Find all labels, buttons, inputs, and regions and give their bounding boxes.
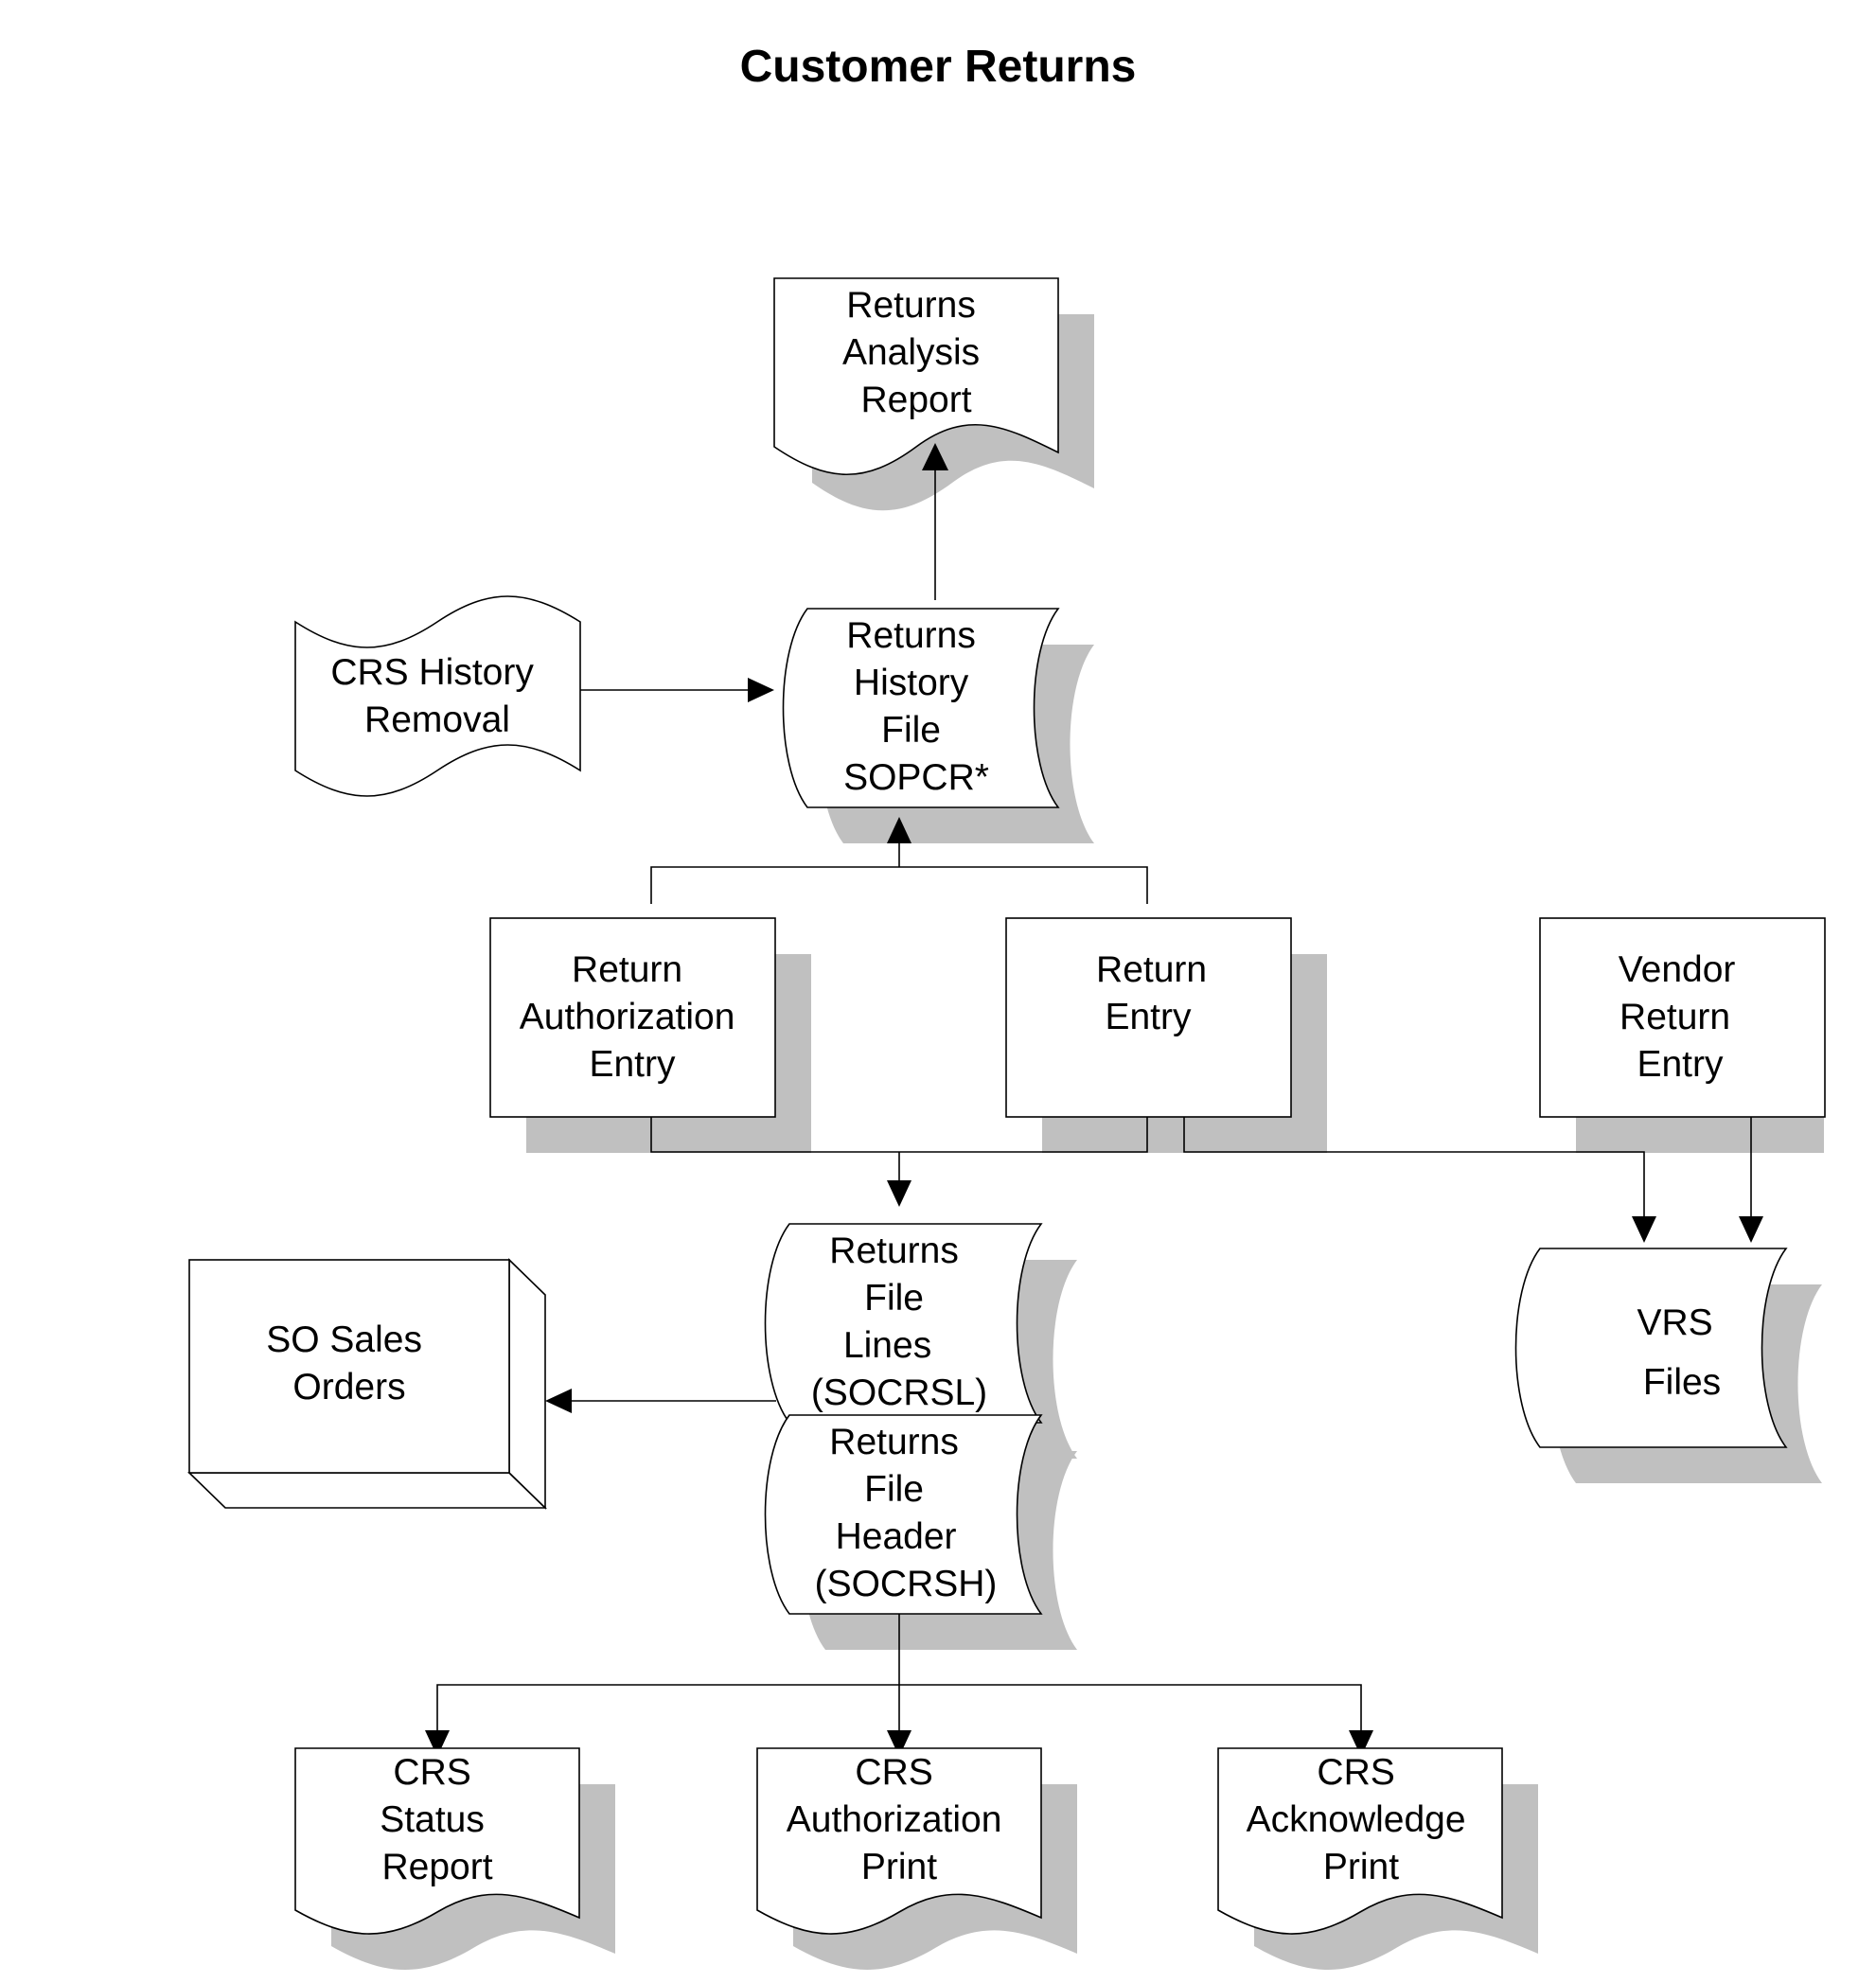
svg-text:Return Authorization: Return Authorization Entry xyxy=(520,949,745,1085)
crs-acknowledge-print-node: CRS Acknowledge Print xyxy=(1217,1747,1503,1935)
arrow-to-crs-acknowledge-print xyxy=(1349,1730,1373,1757)
returns-history-file-node: Returns History File SOPCR* xyxy=(782,608,1060,808)
crs-status-report-node: CRS Status Report xyxy=(294,1747,580,1935)
svg-text:Return Entry: Return Entry xyxy=(1096,949,1217,1037)
arrow-to-analysis-report xyxy=(922,443,948,470)
arrow-to-vrs-files-a xyxy=(1632,1216,1656,1243)
returns-file-lines-node: Returns File Lines (SOCRSL) xyxy=(764,1223,1043,1424)
arrow-to-so-sales-orders xyxy=(545,1389,572,1413)
svg-text:Returns File Heade: Returns File Header (SOCRSH) xyxy=(815,1422,998,1604)
arrow-to-vrs-files-b xyxy=(1739,1216,1763,1243)
arrow-to-history-file xyxy=(748,678,774,702)
svg-text:Vendor Return Entr: Vendor Return Entry xyxy=(1619,949,1745,1085)
arrow-up-to-history-file xyxy=(887,817,911,843)
return-entry-node: Return Entry xyxy=(1005,917,1292,1118)
vrs-files-node: VRS Files xyxy=(1514,1248,1788,1448)
connectors xyxy=(425,443,1763,1757)
svg-text:CRS History Removal: CRS History Removal xyxy=(330,652,543,740)
svg-text:Returns Analysis R: Returns Analysis Report xyxy=(842,285,990,420)
crs-authorization-print-node: CRS Authorization Print xyxy=(756,1747,1042,1935)
vendor-return-entry-node: Vendor Return Entry xyxy=(1539,917,1826,1118)
diagram-title: Customer Returns xyxy=(740,42,1137,92)
arrow-to-returns-file-lines xyxy=(887,1180,911,1207)
svg-text:Returns History Fi: Returns History File SOPCR* xyxy=(843,615,989,798)
svg-text:VRS Files: VRS Files xyxy=(1637,1302,1723,1403)
svg-text:Returns File Lines: Returns File Lines (SOCRSL) xyxy=(811,1231,987,1413)
so-sales-orders-node: SO Sales Orders xyxy=(187,1258,547,1510)
svg-text:CRS Acknowledge Pr: CRS Acknowledge Print xyxy=(1247,1752,1477,1887)
svg-text:CRS Authorization: CRS Authorization Print xyxy=(787,1752,1012,1887)
arrow-to-crs-authorization-print xyxy=(887,1730,911,1757)
returns-analysis-report-node: Returns Analysis Report xyxy=(773,277,1059,476)
arrow-to-crs-status-report xyxy=(425,1730,450,1757)
svg-text:CRS Status Report: CRS Status Report xyxy=(380,1752,494,1887)
crs-history-removal-node: CRS History Removal xyxy=(294,595,581,797)
returns-file-header-node: Returns File Header (SOCRSH) xyxy=(764,1414,1043,1615)
svg-text:SO Sales Orders: SO Sales Orders xyxy=(266,1319,433,1408)
return-authorization-entry-node: Return Authorization Entry xyxy=(489,917,776,1118)
